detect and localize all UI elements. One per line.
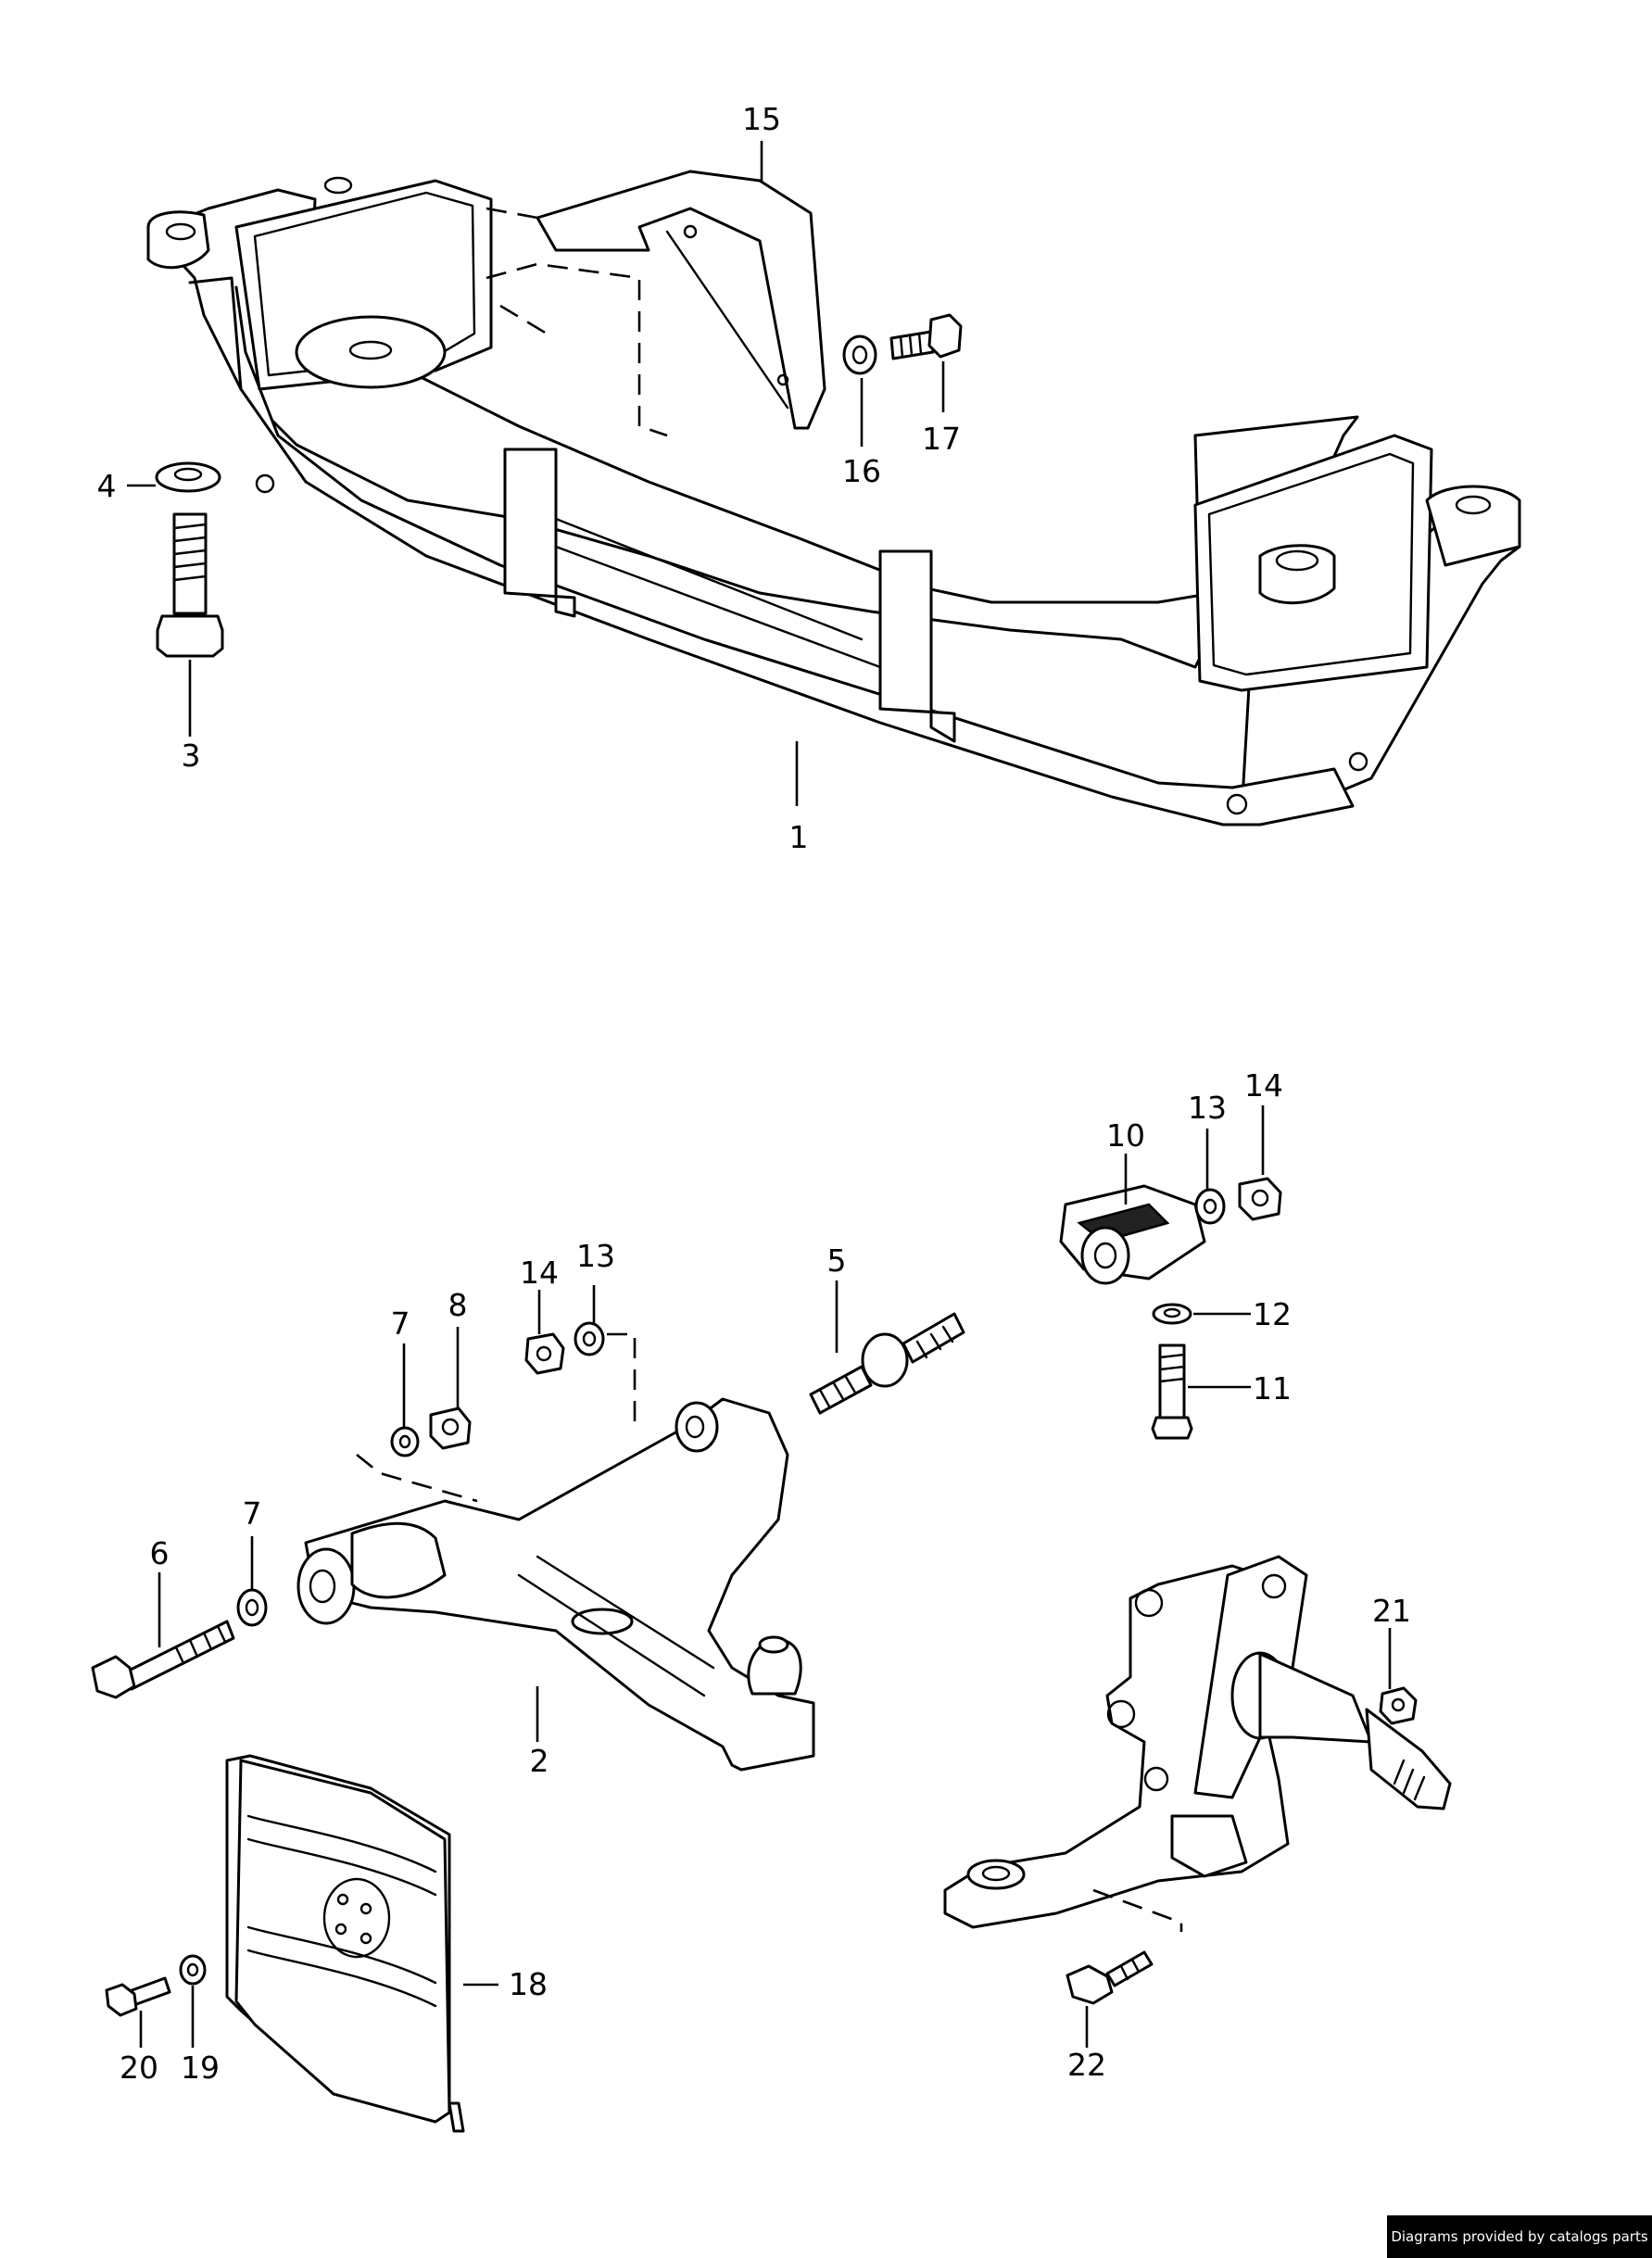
callout-18: 18: [509, 1966, 548, 2002]
callout-10: 10: [1106, 1117, 1145, 1154]
bracket-part-15: [536, 170, 826, 430]
washer-part-13-right: [1194, 1188, 1226, 1225]
stud-part-5: [809, 1312, 965, 1415]
bolt-part-20: [105, 1976, 171, 2017]
shield-part-18: [225, 1754, 465, 2133]
bolt-part-22: [1066, 1950, 1154, 2005]
washer-part-7-lower: [236, 1588, 268, 1627]
callout-13a: 13: [1188, 1090, 1227, 1126]
washer-part-19: [179, 1954, 207, 1986]
callout-22: 22: [1067, 2047, 1106, 2083]
callout-3: 3: [182, 738, 201, 774]
callout-2: 2: [530, 1743, 549, 1779]
callout-8: 8: [448, 1287, 468, 1323]
bolt-part-3: [156, 512, 224, 658]
callout-20: 20: [120, 2050, 158, 2086]
bolt-part-17: [889, 313, 963, 360]
callout-19: 19: [181, 2050, 220, 2086]
steering-knuckle: [943, 1555, 1452, 1929]
callout-labels: 15 16 17 4 3 1 14 13 10 5 14 13 8 7 12 1…: [97, 101, 1412, 2086]
callout-1: 1: [789, 819, 809, 855]
nut-part-14-right: [1238, 1177, 1282, 1221]
bolt-part-11: [1151, 1343, 1193, 1440]
callout-14b: 14: [520, 1255, 559, 1291]
bolt-part-6: [91, 1620, 235, 1699]
control-arm-part-2: [296, 1397, 815, 1772]
credit-badge: Diagrams provided by catalogs parts: [1387, 2215, 1652, 2258]
callout-12: 12: [1253, 1296, 1292, 1332]
crossmember-part-1: [146, 176, 1521, 826]
callout-5: 5: [827, 1243, 847, 1279]
washer-part-4: [155, 461, 221, 493]
callout-4: 4: [97, 468, 117, 504]
callout-7a: 7: [391, 1306, 410, 1342]
nut-part-8: [429, 1407, 472, 1450]
callout-17: 17: [922, 421, 961, 457]
callout-7b: 7: [243, 1495, 262, 1532]
callout-6: 6: [150, 1535, 170, 1571]
washer-part-16: [842, 334, 877, 375]
callout-15: 15: [742, 101, 781, 137]
callout-11: 11: [1253, 1370, 1292, 1407]
callout-14a: 14: [1244, 1067, 1283, 1104]
callout-13b: 13: [576, 1238, 615, 1274]
bushing-part-10: [1059, 1184, 1206, 1285]
nut-part-14: [524, 1332, 565, 1375]
washer-part-13: [574, 1321, 605, 1356]
callout-21: 21: [1372, 1593, 1411, 1629]
callout-16: 16: [842, 453, 881, 489]
nut-part-21: [1379, 1686, 1418, 1725]
washer-part-7: [390, 1426, 420, 1457]
leader-lines: [127, 141, 1392, 2048]
washer-part-12: [1152, 1303, 1192, 1325]
